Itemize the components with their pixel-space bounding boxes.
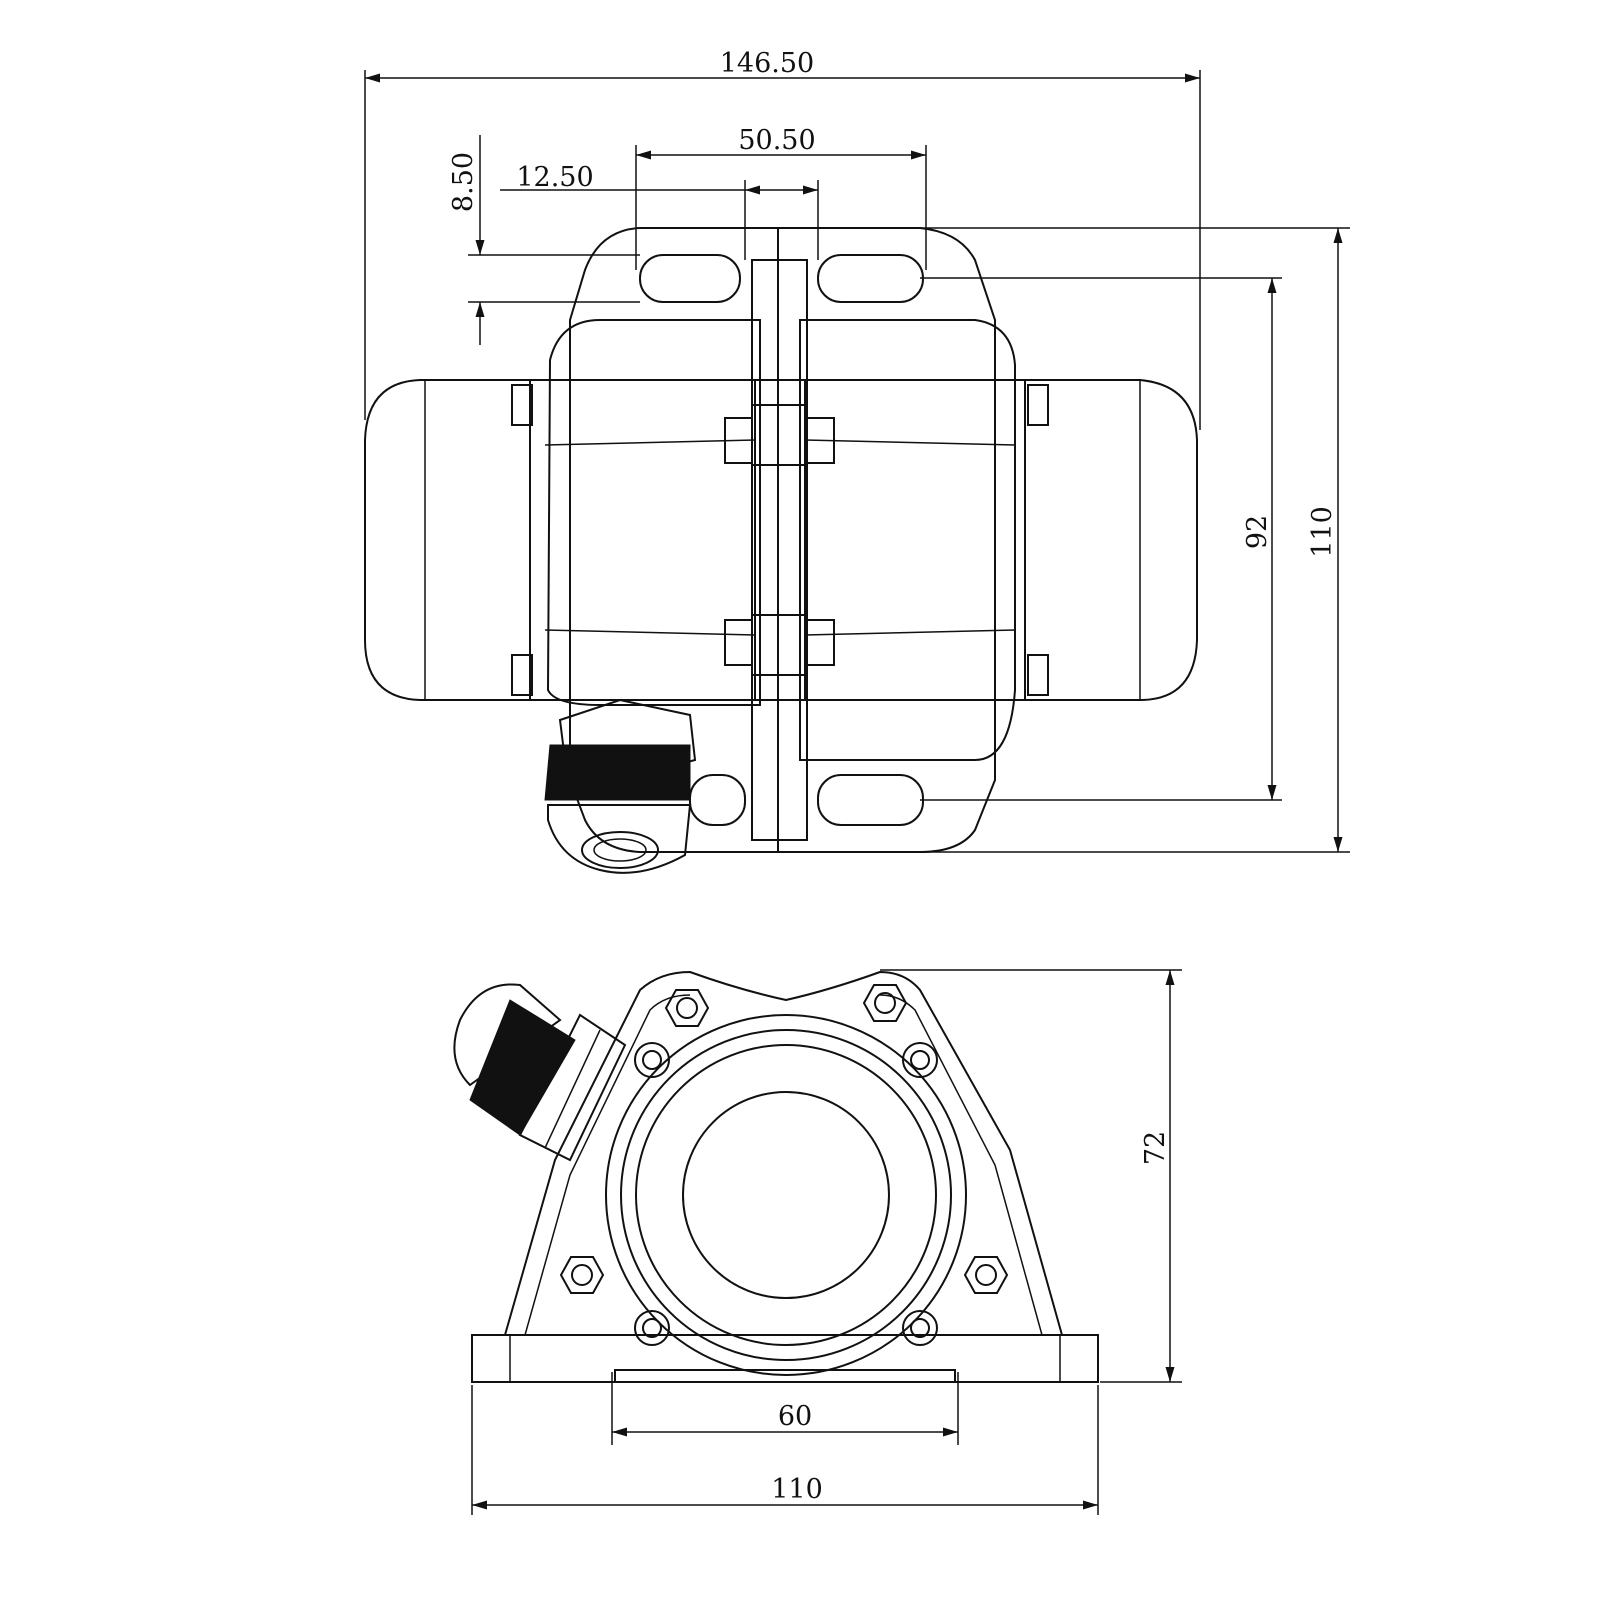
mount-slot xyxy=(689,774,746,826)
front-view-dimensions: 72 60 110 xyxy=(471,969,1182,1515)
bolt-head xyxy=(511,654,533,696)
dim-slot-width: 8.50 xyxy=(448,152,479,212)
bolt-head xyxy=(511,384,533,426)
housing-left xyxy=(546,319,761,706)
cable-gland xyxy=(544,698,697,874)
bolt-holes xyxy=(559,984,1009,1346)
housing-left-frame xyxy=(529,379,756,701)
dim-base-width: 110 xyxy=(771,1474,823,1505)
cable-gland-side xyxy=(453,983,627,1162)
top-view-dimensions: 146.50 50.50 12.50 8.50 92 110 xyxy=(364,48,1350,853)
top-view xyxy=(364,227,1198,874)
mount-slot xyxy=(817,254,924,303)
dim-center-gap: 12.50 xyxy=(516,162,593,193)
mount-slot xyxy=(639,254,741,303)
front-view xyxy=(453,970,1099,1383)
bolt-head xyxy=(1027,384,1049,426)
housing-outline xyxy=(503,970,1064,1336)
housing-right-frame xyxy=(804,379,1026,701)
dim-overall-length: 146.50 xyxy=(720,48,814,79)
center-flange xyxy=(751,259,808,841)
mount-slot xyxy=(817,774,924,826)
dim-slot-pitch: 92 xyxy=(1242,515,1273,549)
dim-height: 72 xyxy=(1140,1131,1171,1165)
dim-foot-inner: 60 xyxy=(778,1401,812,1432)
motor-flange xyxy=(605,1014,967,1376)
bolt-head xyxy=(1027,654,1049,696)
motor-center xyxy=(682,1091,890,1299)
dim-slot-spacing: 50.50 xyxy=(738,125,815,156)
motor-body xyxy=(364,379,1198,701)
housing-right xyxy=(799,319,1016,761)
dim-base-depth: 110 xyxy=(1307,506,1338,558)
